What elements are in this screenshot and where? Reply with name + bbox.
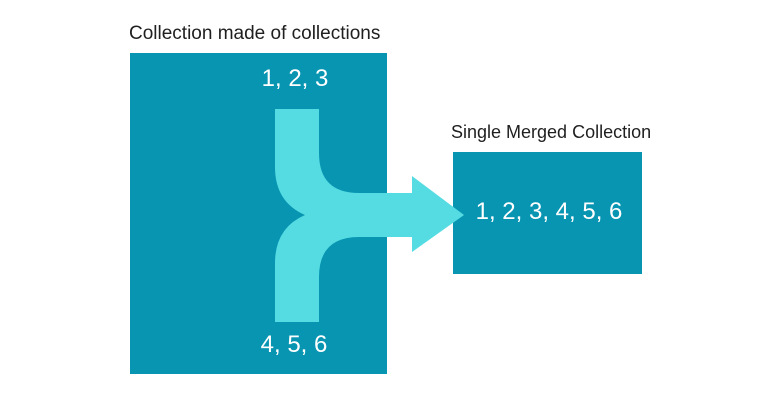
left-box-top-values: 1, 2, 3: [261, 65, 329, 92]
merged-box-values: 1, 2, 3, 4, 5, 6: [475, 198, 623, 225]
left-collection-title: Collection made of collections: [129, 23, 381, 44]
merged-collection-title: Single Merged Collection: [451, 122, 652, 142]
left-box-bottom-values: 4, 5, 6: [260, 331, 328, 358]
collection-of-collections-box: [130, 53, 387, 374]
single-merged-collection-box: [453, 152, 642, 274]
